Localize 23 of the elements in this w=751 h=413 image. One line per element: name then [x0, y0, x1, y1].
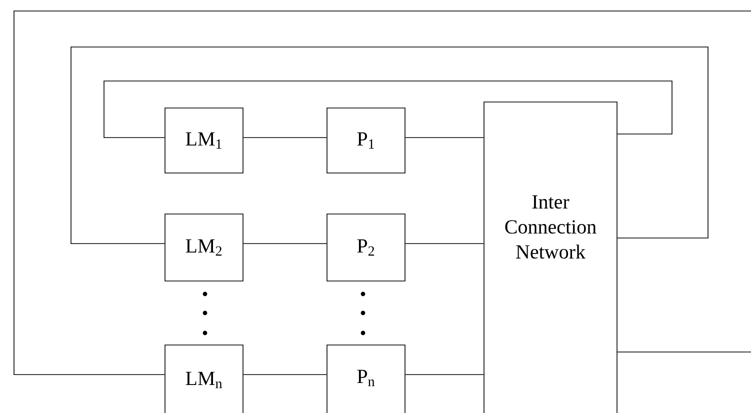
box-label: P$_{2}$	[357, 239, 374, 256]
box-label: Inter Connection Network	[505, 195, 596, 259]
box-label: LM$_{n}$	[186, 372, 222, 388]
box-label: P$_{n}$	[357, 370, 375, 386]
connector-line	[405, 374, 484, 375]
connector-line	[243, 374, 327, 375]
connector-line	[14, 10, 751, 375]
connector-line	[243, 137, 327, 138]
module-box	[326, 344, 406, 413]
module-box	[164, 344, 244, 413]
box-label: LM$_{1}$	[186, 132, 222, 149]
module-box	[164, 214, 244, 282]
connector-line	[70, 46, 708, 244]
module-box	[326, 108, 406, 174]
box-label: P$_{1}$	[357, 132, 374, 149]
connector-line	[405, 243, 484, 244]
module-box	[326, 214, 406, 282]
connector-line	[243, 243, 327, 244]
connector-line	[405, 137, 484, 138]
module-box	[164, 108, 244, 174]
box-label: LM$_{2}$	[186, 239, 222, 256]
network-box	[484, 102, 618, 413]
connector-line	[104, 80, 672, 138]
